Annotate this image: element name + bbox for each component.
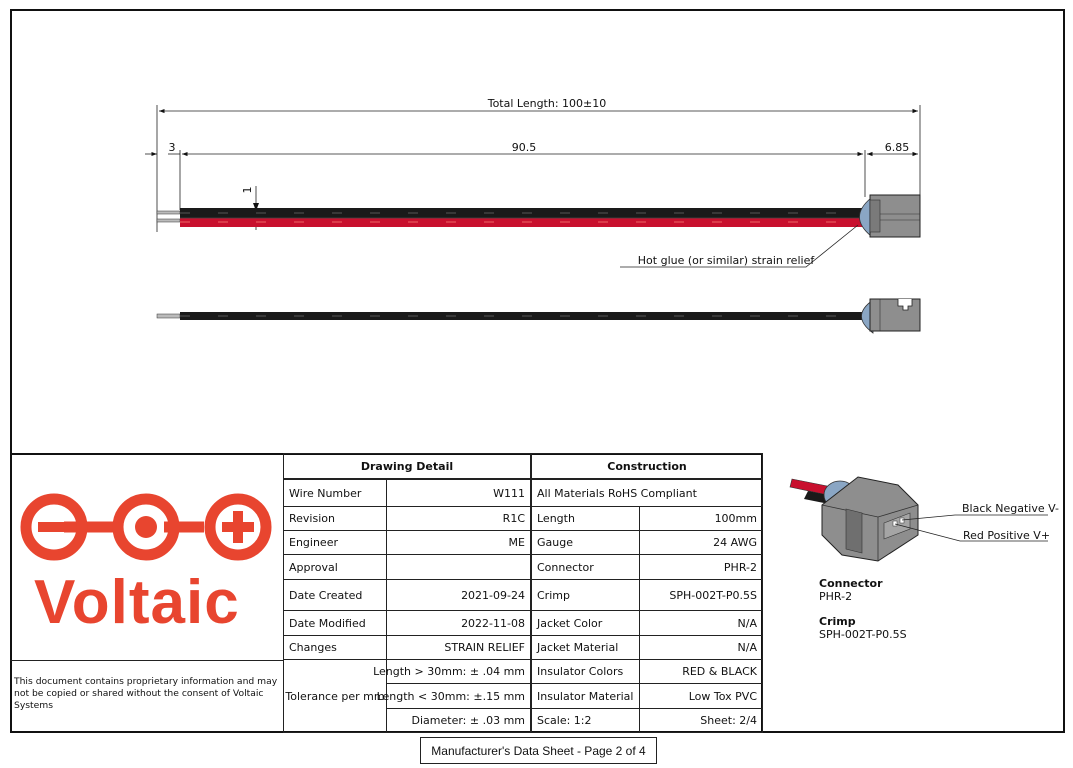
c-value-insulator-material: Low Tox PVC bbox=[639, 683, 763, 709]
c-value-length: 100mm bbox=[639, 506, 763, 531]
c-label-jacket-color: Jacket Color bbox=[531, 610, 640, 636]
c-label-length: Length bbox=[531, 506, 640, 531]
strain-relief-callout: Hot glue (or similar) strain relief bbox=[638, 254, 816, 267]
dd-value-date-modified: 2022-11-08 bbox=[386, 610, 531, 636]
connector-3d-view bbox=[789, 476, 1048, 562]
voltaic-logo-mark bbox=[20, 493, 272, 561]
dd-label-revision: Revision bbox=[283, 506, 387, 531]
c-value-jacket-color: N/A bbox=[639, 610, 763, 636]
drawing-detail-title: Drawing Detail bbox=[283, 453, 531, 479]
dd-value-engineer: ME bbox=[386, 530, 531, 555]
left-dim-label: 3 bbox=[169, 141, 176, 154]
dd-value-revision: R1C bbox=[386, 506, 531, 531]
c-value-connector: PHR-2 bbox=[639, 554, 763, 580]
wire-black bbox=[180, 208, 863, 218]
strain-relief-leader bbox=[620, 224, 859, 268]
c-label-crimp: Crimp bbox=[531, 579, 640, 611]
connector-caption-value: PHR-2 bbox=[819, 590, 853, 603]
page-footer: Manufacturer's Data Sheet - Page 2 of 4 bbox=[420, 737, 657, 764]
total-length-label: Total Length: 100±10 bbox=[487, 97, 607, 110]
dd-label-changes: Changes bbox=[283, 635, 387, 660]
middle-dim-label: 90.5 bbox=[512, 141, 537, 154]
tolerance-length-over-30: Length > 30mm: ± .04 mm bbox=[373, 659, 531, 684]
rohs-note: All Materials RoHS Compliant bbox=[531, 479, 763, 507]
connector-caption-title: Connector bbox=[819, 577, 883, 590]
c-value-insulator-colors: RED & BLACK bbox=[639, 659, 763, 684]
dd-label-engineer: Engineer bbox=[283, 530, 387, 555]
dd-label-date-created: Date Created bbox=[283, 579, 387, 611]
c-label-insulator-colors: Insulator Colors bbox=[531, 659, 640, 684]
scale-label: Scale: 1:2 bbox=[531, 708, 640, 733]
c-value-crimp: SPH-002T-P0.5S bbox=[639, 579, 763, 611]
black-negative-label: Black Negative V- bbox=[962, 502, 1059, 515]
thickness-dim-label: 1 bbox=[241, 187, 254, 194]
c-value-gauge: 24 AWG bbox=[639, 530, 763, 555]
dd-value-changes: STRAIN RELIEF bbox=[386, 635, 531, 660]
voltaic-logo-text: Voltaic bbox=[34, 568, 240, 637]
crimp-caption-title: Crimp bbox=[819, 615, 856, 628]
construction-title: Construction bbox=[531, 453, 763, 479]
dd-value-wire-number: W111 bbox=[386, 479, 531, 507]
c-label-connector: Connector bbox=[531, 554, 640, 580]
dd-value-approval bbox=[386, 554, 531, 580]
sheet-number: Sheet: 2/4 bbox=[639, 708, 763, 733]
connector-side bbox=[869, 298, 921, 332]
cable-drawing: Total Length: 100±10 3 90.5 6.85 1 bbox=[145, 97, 921, 334]
dd-label-date-modified: Date Modified bbox=[283, 610, 387, 636]
disclaimer-text: This document contains proprietary infor… bbox=[14, 676, 278, 711]
dd-label-wire-number: Wire Number bbox=[283, 479, 387, 507]
tolerance-label: Tolerance per mm bbox=[283, 659, 387, 733]
c-label-insulator-material: Insulator Material bbox=[531, 683, 640, 709]
right-dim-label: 6.85 bbox=[885, 141, 910, 154]
wire-red bbox=[180, 218, 863, 227]
c-value-jacket-material: N/A bbox=[639, 635, 763, 660]
dd-label-approval: Approval bbox=[283, 554, 387, 580]
tolerance-length-under-30: Length < 30mm: ±.15 mm bbox=[377, 683, 531, 709]
dd-value-date-created: 2021-09-24 bbox=[386, 579, 531, 611]
c-label-jacket-material: Jacket Material bbox=[531, 635, 640, 660]
red-positive-label: Red Positive V+ bbox=[963, 529, 1051, 542]
wire-side bbox=[180, 312, 863, 320]
tolerance-diameter: Diameter: ± .03 mm bbox=[386, 708, 531, 733]
c-label-gauge: Gauge bbox=[531, 530, 640, 555]
crimp-caption-value: SPH-002T-P0.5S bbox=[819, 628, 907, 641]
